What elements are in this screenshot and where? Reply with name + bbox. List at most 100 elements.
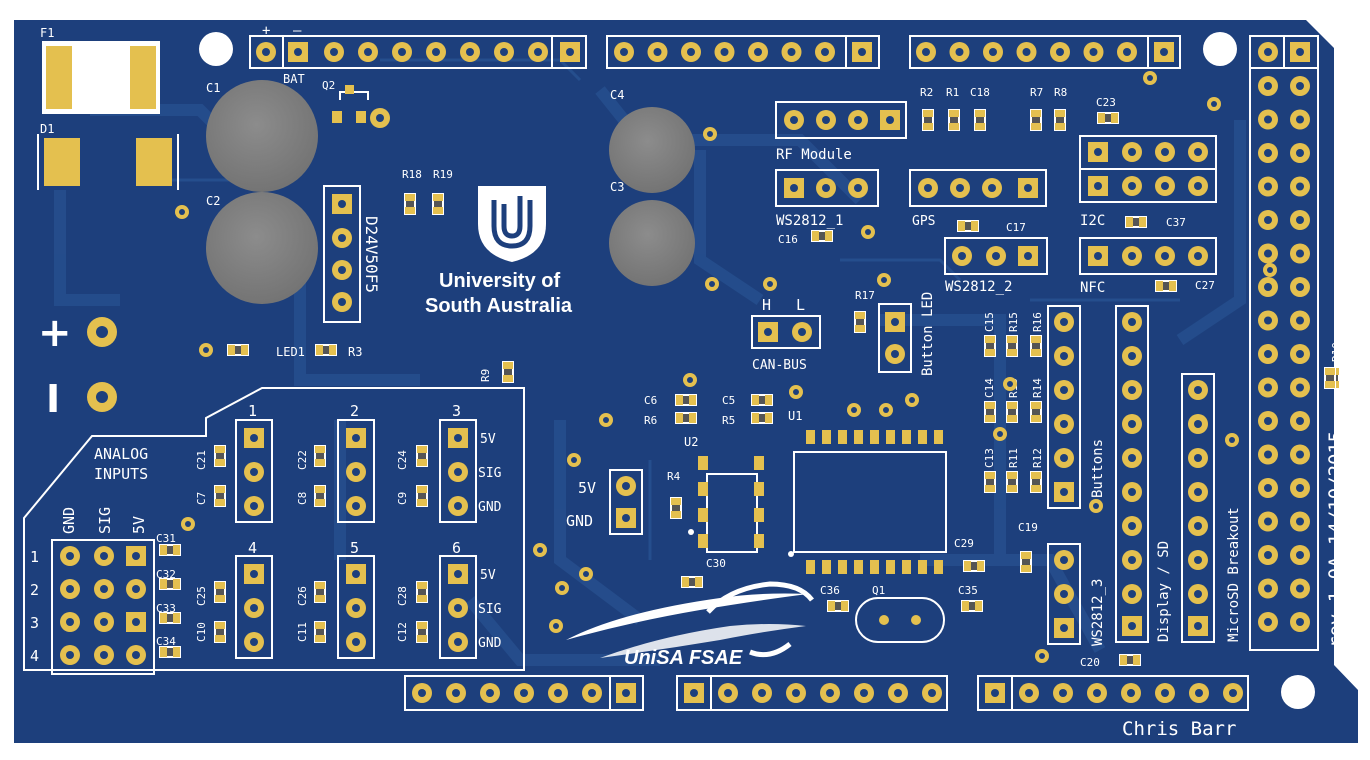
label-col-gnd: GND bbox=[60, 507, 78, 534]
label-r4: R4 bbox=[667, 470, 681, 483]
label-c17: C17 bbox=[1006, 221, 1026, 234]
label-bat-minus: – bbox=[293, 23, 302, 39]
vias bbox=[175, 71, 1277, 663]
label-pin-5v-a: 5V bbox=[480, 432, 496, 447]
label-pin-5v-b: 5V bbox=[480, 568, 496, 583]
analog-channel-headers bbox=[235, 419, 477, 659]
label-r17: R17 bbox=[855, 289, 875, 302]
label-c29: C29 bbox=[954, 537, 974, 550]
ic-pin bbox=[698, 534, 708, 548]
header-top-left bbox=[249, 35, 587, 69]
label-gnd: GND bbox=[566, 512, 593, 530]
label-c12: C12 bbox=[396, 622, 409, 642]
label-can-bus: CAN-BUS bbox=[752, 358, 807, 373]
ic-pin bbox=[918, 560, 927, 574]
ic-pin bbox=[870, 560, 879, 574]
label-c6: C6 bbox=[644, 394, 657, 407]
diode-d1 bbox=[37, 134, 179, 190]
label-c32: C32 bbox=[156, 568, 176, 581]
label-c14: C14 bbox=[983, 378, 996, 398]
header-rf-module bbox=[775, 101, 907, 139]
analog-grid-outline bbox=[51, 539, 155, 675]
team-logo-text: UniSA FSAE bbox=[624, 647, 743, 669]
label-row-3: 3 bbox=[30, 614, 39, 632]
ic-pin bbox=[934, 560, 943, 574]
ic-pin bbox=[902, 430, 911, 444]
mounting-hole bbox=[199, 32, 233, 66]
header-top-right bbox=[909, 35, 1181, 69]
label-c19: C19 bbox=[1018, 521, 1038, 534]
ic-pin bbox=[918, 430, 927, 444]
label-c16: C16 bbox=[778, 233, 798, 246]
mounting-hole bbox=[1281, 675, 1315, 709]
unisa-fsae-logo bbox=[566, 581, 814, 658]
label-f1: F1 bbox=[40, 26, 54, 40]
logo-line2: South Australia bbox=[425, 295, 573, 317]
capacitor-c1 bbox=[206, 80, 318, 192]
label-i2c: I2C bbox=[1080, 213, 1105, 229]
label-c18: C18 bbox=[970, 86, 990, 99]
label-c7: C7 bbox=[195, 492, 208, 505]
label-d24v50f5: D24V50F5 bbox=[362, 216, 381, 293]
label-5v: 5V bbox=[578, 479, 596, 497]
ic-pin bbox=[806, 560, 815, 574]
label-display-sd: Display / SD bbox=[1156, 541, 1172, 642]
ic-pin bbox=[902, 560, 911, 574]
header-top-middle bbox=[606, 35, 880, 69]
label-r5: R5 bbox=[722, 414, 735, 427]
header-ws2812-3 bbox=[1047, 543, 1081, 645]
ic-pin bbox=[806, 430, 815, 444]
label-can-h: H bbox=[762, 296, 771, 314]
label-gps: GPS bbox=[912, 214, 935, 229]
capacitor-c4 bbox=[609, 107, 695, 193]
ic-pin bbox=[822, 560, 831, 574]
label-col-sig: SIG bbox=[96, 507, 114, 534]
label-c35: C35 bbox=[958, 584, 978, 597]
ic-u1-outline bbox=[793, 451, 947, 553]
transistor-q2 bbox=[332, 85, 369, 123]
label-c13: C13 bbox=[983, 448, 996, 468]
label-c11: C11 bbox=[296, 622, 309, 642]
label-pin-sig-b: SIG bbox=[478, 602, 502, 617]
capacitors-electrolytic bbox=[206, 80, 695, 304]
smd-components bbox=[159, 109, 1340, 666]
crystal-pad bbox=[911, 615, 921, 625]
label-q2: Q2 bbox=[322, 79, 335, 92]
label-c26: C26 bbox=[296, 586, 309, 606]
label-c24: C24 bbox=[396, 450, 409, 470]
label-c23: C23 bbox=[1096, 96, 1116, 109]
label-c28: C28 bbox=[396, 586, 409, 606]
label-pin-gnd-a: GND bbox=[478, 500, 502, 515]
header-button-led bbox=[878, 303, 912, 373]
ic-pin bbox=[838, 560, 847, 574]
ic-pin bbox=[854, 430, 863, 444]
label-c21: C21 bbox=[195, 450, 208, 470]
crystal-q1 bbox=[855, 597, 945, 643]
label-ws2812-1: WS2812_1 bbox=[776, 213, 843, 229]
header-bottom-right bbox=[977, 675, 1249, 711]
label-q1: Q1 bbox=[872, 584, 885, 597]
ic-pin bbox=[838, 430, 847, 444]
header-microsd bbox=[1181, 373, 1215, 643]
label-c33: C33 bbox=[156, 602, 176, 615]
capacitor-c2 bbox=[206, 192, 318, 304]
label-pin-sig-a: SIG bbox=[478, 466, 502, 481]
header-bottom-left bbox=[404, 675, 644, 711]
label-analog-2: INPUTS bbox=[94, 465, 148, 483]
label-channel-2: 2 bbox=[350, 402, 359, 420]
label-row-2: 2 bbox=[30, 581, 39, 599]
label-led1: LED1 bbox=[276, 345, 305, 359]
label-row-1: 1 bbox=[30, 548, 39, 566]
label-c5: C5 bbox=[722, 394, 735, 407]
label-channel-1: 1 bbox=[248, 402, 257, 420]
ic-pin bbox=[934, 430, 943, 444]
ic-pin bbox=[698, 508, 708, 522]
regulator-d24v50f5 bbox=[323, 185, 361, 323]
mounting-holes bbox=[199, 32, 1315, 709]
ic-pin bbox=[754, 456, 764, 470]
header-bottom-middle bbox=[676, 675, 948, 711]
label-c9: C9 bbox=[396, 492, 409, 505]
label-r2: R2 bbox=[920, 86, 933, 99]
label-r16: R16 bbox=[1031, 312, 1044, 332]
fuse-f1 bbox=[42, 41, 160, 114]
